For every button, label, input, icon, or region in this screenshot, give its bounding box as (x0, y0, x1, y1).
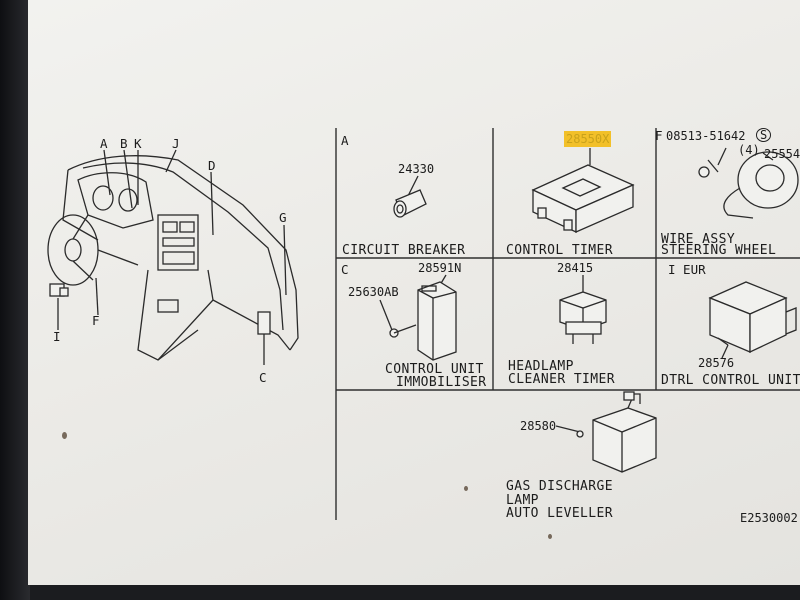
dash-label-g: G (279, 210, 287, 225)
screen-smudge (464, 486, 468, 491)
dashboard-illustration (47, 149, 299, 365)
dtrl-unit-drawing (708, 281, 797, 359)
parts-catalog-page: A B K J D G F I C A 24330 CIRCUIT BREAKE… (28, 0, 800, 585)
part-name-headlamp: HEADLAMP (508, 359, 574, 374)
part-number-28550x: 28550X (564, 131, 612, 147)
part-number-24330: 24330 (398, 162, 435, 176)
part-number-25554: 25554 (764, 147, 800, 161)
bolt-qty: (4) (738, 143, 760, 157)
screen-smudge (62, 432, 67, 439)
steering-wire-drawing (698, 147, 799, 219)
dash-label-f: F (92, 313, 100, 328)
part-number-25630ab: 25630AB (348, 285, 399, 299)
part-name-circuit-breaker: CIRCUIT BREAKER (342, 243, 466, 258)
part-name-control-timer: CONTROL TIMER (506, 243, 613, 258)
section-letter-a: A (341, 133, 349, 148)
monitor-bezel (0, 0, 30, 600)
part-name-wire-assy: WIRE ASSY (661, 232, 736, 247)
bolt-symbol-s: S (756, 128, 772, 142)
dash-label-c: C (259, 370, 267, 385)
section-label-i-eur: I EUR (668, 262, 706, 277)
part-number-28580: 28580 (520, 419, 557, 433)
control-timer-drawing (531, 148, 635, 234)
section-letter-f: F (655, 128, 663, 143)
dash-label-b: B (120, 136, 128, 151)
auto-leveller-drawing (555, 391, 657, 473)
drawing-code: E2530002 (740, 511, 798, 525)
bolt-ref-08513: 08513-51642 (666, 129, 746, 143)
catalog-line-art (47, 128, 800, 520)
part-name-control-unit: CONTROL UNIT (385, 362, 484, 377)
part-number-28591n: 28591N (418, 261, 462, 275)
part-number-28576: 28576 (698, 356, 735, 370)
part-name-dtrl-control-unit: DTRL CONTROL UNIT (661, 373, 800, 388)
part-name-lamp: LAMP (506, 493, 539, 508)
highlight-marker: 28550X (564, 131, 612, 147)
part-name-immobiliser: IMMOBILISER (396, 375, 487, 390)
part-name-cleaner-timer: CLEANER TIMER (508, 372, 615, 387)
dash-label-a: A (100, 136, 108, 151)
part-name-steering-wheel: STEERING WHEEL (661, 243, 777, 258)
screen-smudge (548, 534, 552, 539)
part-name-auto-leveller: AUTO LEVELLER (506, 506, 613, 521)
part-number-28415: 28415 (557, 261, 594, 275)
part-name-gas-discharge: GAS DISCHARGE (506, 479, 613, 494)
dash-label-j: J (172, 136, 180, 151)
dash-label-k: K (134, 136, 142, 151)
immobiliser-drawing (379, 274, 457, 361)
dash-label-d: D (208, 158, 216, 173)
headlamp-timer-drawing (559, 275, 607, 344)
circuit-breaker-drawing (393, 175, 427, 218)
section-letter-c: C (341, 262, 349, 277)
dash-label-i: I (53, 329, 61, 344)
